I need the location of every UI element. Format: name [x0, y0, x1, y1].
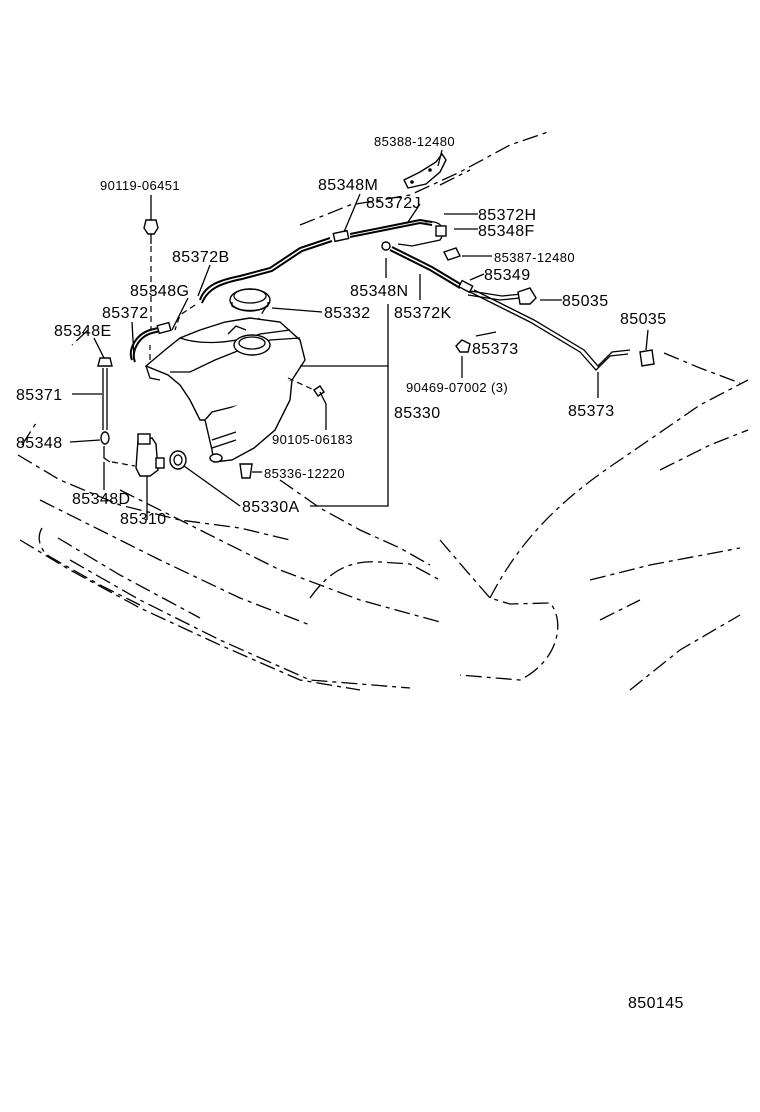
- label-90469-07002: 90469-07002 (3): [406, 380, 508, 395]
- label-85035-right: 85035: [620, 311, 667, 328]
- label-85336-12220: 85336-12220: [264, 466, 345, 481]
- leader-lines: [69, 149, 649, 507]
- label-90119-06451: 90119-06451: [100, 178, 180, 193]
- label-85332: 85332: [324, 305, 371, 322]
- label-85348: 85348: [16, 435, 63, 452]
- label-85372K: 85372K: [394, 305, 452, 322]
- label-85348D: 85348D: [72, 491, 130, 508]
- label-85349: 85349: [484, 267, 531, 284]
- label-90105-06183: 90105-06183: [272, 432, 353, 447]
- label-85372: 85372: [102, 305, 149, 322]
- figure-number: 850145: [628, 995, 684, 1012]
- hoses: [97, 218, 631, 467]
- label-85387-12480: 85387-12480: [494, 250, 575, 265]
- vehicle-outline: [17, 131, 749, 691]
- label-85330A: 85330A: [242, 499, 300, 516]
- label-85348M: 85348M: [318, 177, 378, 194]
- label-85388-12480: 85388-12480: [374, 134, 455, 149]
- label-85372B: 85372B: [172, 249, 230, 266]
- label-85330: 85330: [394, 405, 441, 422]
- label-85035-left: 85035: [562, 293, 609, 310]
- label-85373-upper: 85373: [472, 341, 519, 358]
- small-parts: [143, 152, 655, 479]
- grommet: [169, 450, 187, 470]
- label-85372J: 85372J: [366, 195, 421, 212]
- label-85348G: 85348G: [130, 283, 189, 300]
- label-85373-lower: 85373: [568, 403, 615, 420]
- label-85310: 85310: [120, 511, 167, 528]
- label-85372H: 85372H: [478, 207, 536, 224]
- label-85348N: 85348N: [350, 283, 408, 300]
- label-85371: 85371: [16, 387, 63, 404]
- label-85348F: 85348F: [478, 223, 535, 240]
- part-labels: 85388-12480 90119-06451 85348M 85372J 85…: [16, 134, 667, 528]
- label-85348E: 85348E: [54, 323, 112, 340]
- reservoir-cap: [229, 288, 271, 312]
- washer-pump: [135, 433, 165, 520]
